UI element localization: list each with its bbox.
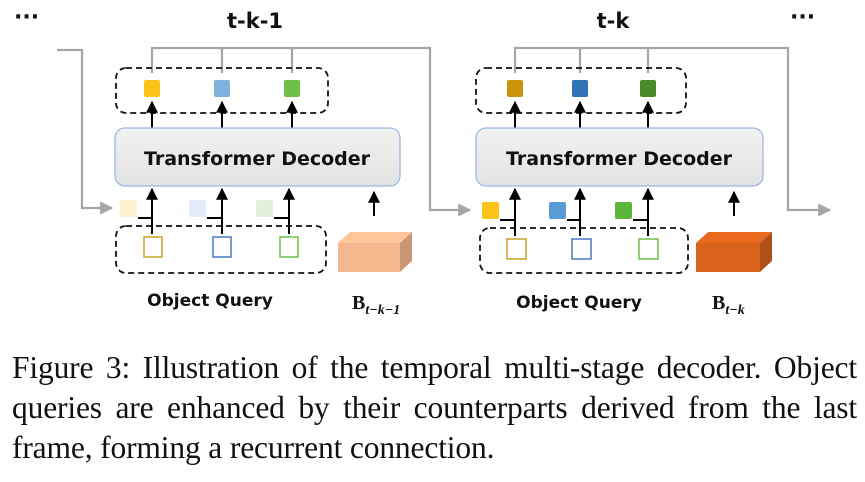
enhanced-query-square [256, 200, 273, 217]
output-square [144, 80, 160, 97]
stage-t-k: Transformer Decoder Object Query Bt−k [475, 67, 772, 318]
object-query-label: Object Query [147, 291, 273, 311]
decoder-output-arrows [146, 100, 298, 128]
output-square [507, 80, 523, 97]
track-box-label: Bt−k [712, 292, 745, 318]
transformer-decoder-label: Transformer Decoder [144, 148, 371, 170]
output-square [284, 80, 300, 97]
enhanced-query-square [482, 202, 499, 219]
stage-label-t-k-1: t-k-1 [227, 9, 283, 33]
stage-t-k-1: Transformer Decoder Object Query Bt−k−1 [114, 67, 412, 318]
object-query-square [506, 238, 527, 260]
object-query-label: Object Query [516, 293, 642, 313]
object-query-group-box [115, 225, 327, 274]
object-query-square [279, 236, 299, 258]
enhanced-query-square [120, 200, 137, 217]
figure-caption: Figure 3: Illustration of the temporal m… [12, 350, 857, 465]
track-box-3d [338, 232, 412, 272]
object-query-square [212, 236, 232, 258]
decoder-figure: ··· ··· t-k-1 t-k Transformer Decoder [14, 5, 832, 318]
ellipsis-right: ··· [790, 5, 815, 30]
enhanced-query-square [549, 202, 566, 219]
transformer-decoder-label: Transformer Decoder [506, 148, 733, 170]
recurrent-connection-in [57, 48, 114, 215]
ellipsis-left: ··· [14, 5, 39, 30]
output-square [572, 80, 588, 97]
decoder-output-arrows [509, 100, 654, 128]
object-query-square [638, 238, 659, 260]
output-square [640, 80, 656, 97]
enhanced-query-square [615, 202, 632, 219]
enhanced-query-square [189, 200, 206, 217]
track-box-3d [696, 232, 772, 272]
output-square [214, 80, 230, 97]
query-input-arrows [500, 187, 740, 236]
track-box-label: Bt−k−1 [352, 292, 400, 318]
transformer-decoder-block [114, 127, 401, 187]
object-query-square [143, 236, 163, 258]
object-query-square [571, 238, 592, 260]
stage-label-t-k: t-k [597, 9, 631, 33]
transformer-decoder-block [475, 127, 764, 187]
object-query-group-box [479, 227, 689, 274]
